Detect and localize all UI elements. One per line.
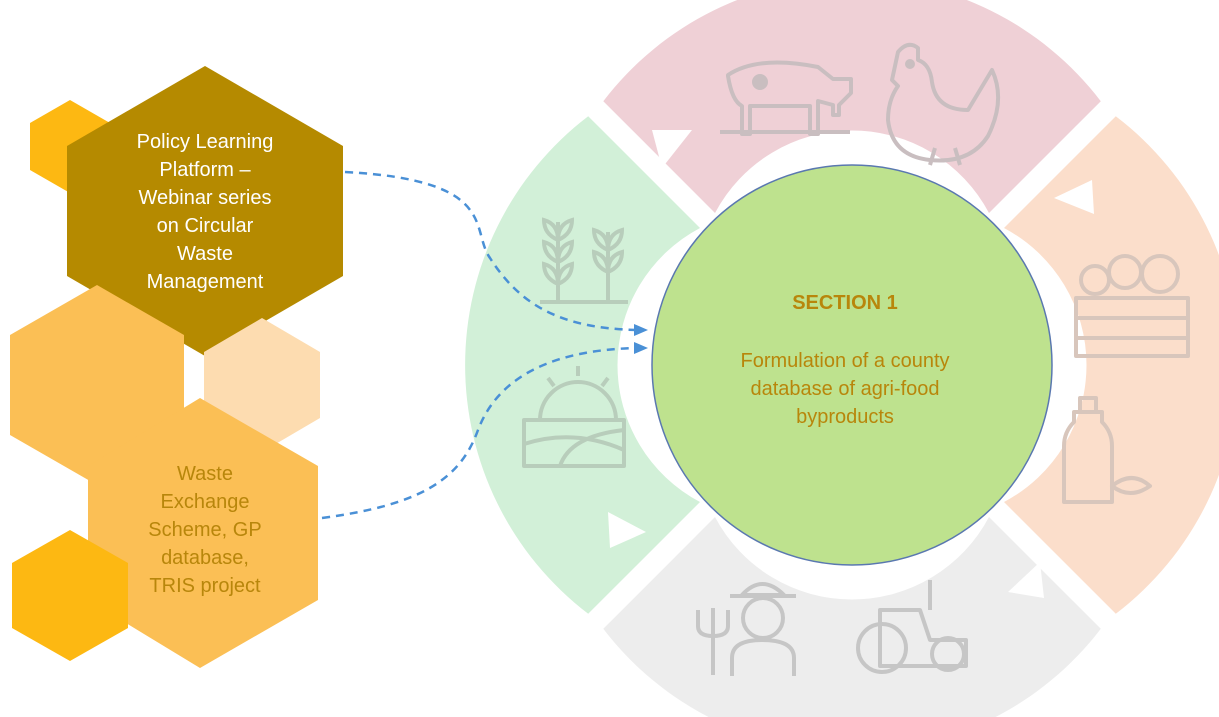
- vegetable-crate-icon: [1074, 254, 1190, 358]
- waste-line: Waste: [177, 463, 233, 485]
- policy-line: on Circular: [156, 215, 254, 237]
- chicken-icon: [886, 42, 1001, 166]
- segment-crops: [465, 116, 700, 614]
- cow-icon: [720, 60, 853, 136]
- center-description-line: database of agri-food: [750, 378, 940, 400]
- policy-hexagon-text: Policy Learning Platform – Webinar serie…: [92, 128, 318, 296]
- waste-line: TRIS project: [149, 575, 261, 597]
- hexagon-small-orange-bottom: [12, 530, 128, 661]
- wheat-icon: [540, 217, 628, 304]
- pitchfork-icon: [696, 608, 730, 675]
- connector-policy-to-center: [344, 170, 637, 332]
- section-title: SECTION 1: [792, 292, 898, 314]
- farmer-icon: [730, 582, 796, 676]
- ring: [465, 0, 1219, 717]
- segment-farm-labor: [603, 517, 1101, 717]
- sunrise-field-icon: [522, 366, 626, 468]
- tractor-icon: [856, 580, 968, 674]
- connector-arrowhead-top: [634, 324, 648, 336]
- center-description-line: Formulation of a county: [740, 350, 950, 372]
- oil-bottle-icon: [1062, 396, 1152, 504]
- center-circle: [651, 164, 1053, 566]
- waste-line: Scheme, GP: [148, 519, 262, 541]
- center-text: SECTION 1 Formulation of a county databa…: [690, 292, 1000, 431]
- waste-line: Exchange: [160, 491, 250, 513]
- arrow-triangle-crops: [608, 512, 646, 548]
- policy-line: Management: [146, 271, 264, 293]
- connectors: [321, 170, 648, 520]
- waste-hexagon-text: Waste Exchange Scheme, GP database, TRIS…: [110, 460, 300, 600]
- hexagon-waste: [88, 398, 318, 668]
- connector-waste-to-center: [321, 346, 637, 520]
- segment-produce: [1004, 116, 1219, 614]
- arrow-triangle-farm-labor: [1008, 562, 1044, 598]
- policy-line: Webinar series: [138, 187, 272, 209]
- waste-line: database,: [161, 547, 249, 569]
- policy-line: Platform –: [159, 159, 251, 181]
- policy-line: Waste: [177, 243, 233, 265]
- hexagon-cluster: [10, 66, 343, 668]
- arrow-triangle-livestock: [652, 130, 692, 168]
- segment-livestock: [603, 0, 1101, 213]
- connector-arrowhead-bottom: [634, 342, 648, 354]
- center-description-line: byproducts: [796, 406, 894, 428]
- policy-line: Policy Learning: [136, 131, 274, 153]
- hexagon-policy: [67, 66, 343, 356]
- arrow-triangle-produce: [1054, 180, 1094, 214]
